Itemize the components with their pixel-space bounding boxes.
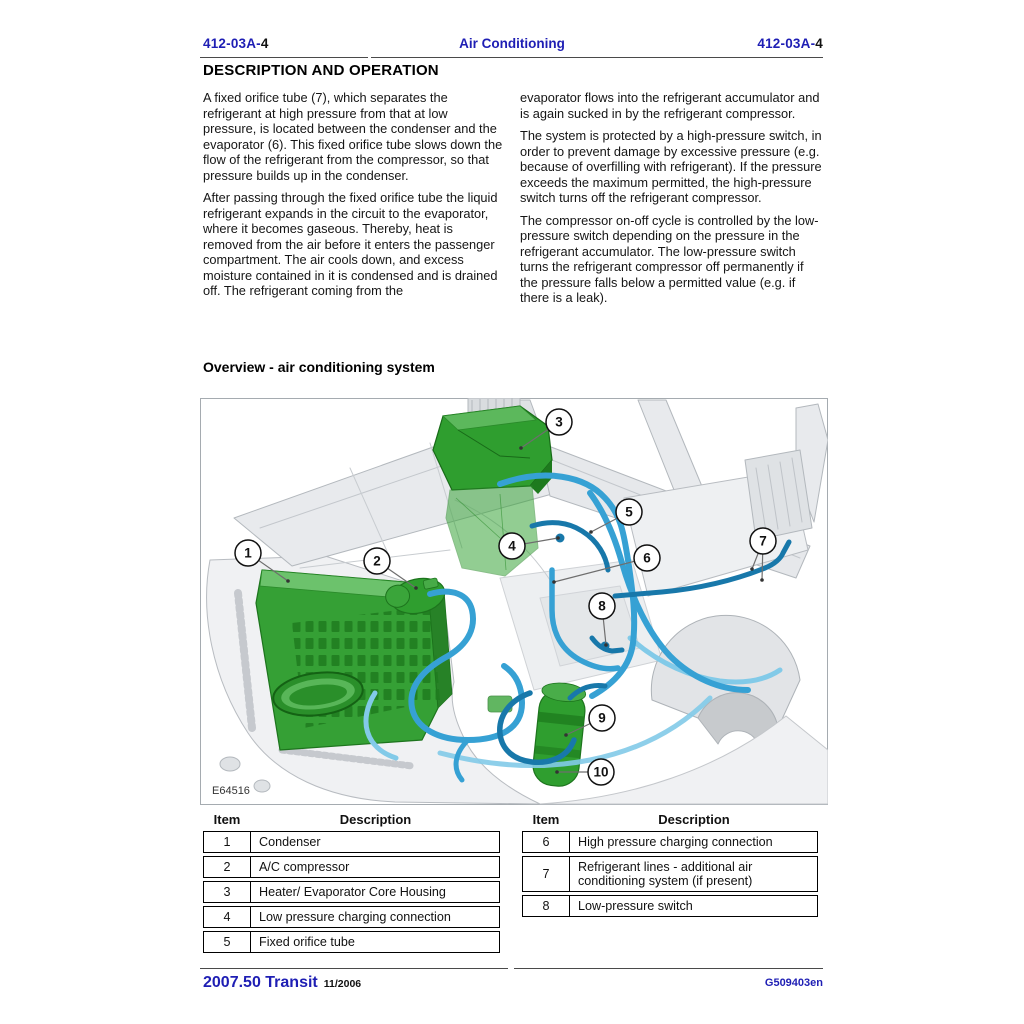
item-description: Condenser (251, 831, 500, 853)
item-number: 3 (203, 881, 251, 903)
item-description: Low pressure charging connection (251, 906, 500, 928)
callout-1: 1 (234, 539, 262, 567)
svg-text:3: 3 (555, 415, 563, 430)
page-number: 4 (260, 36, 269, 51)
ac-compressor-component (385, 577, 446, 615)
callout-3: 3 (545, 408, 573, 436)
condenser-component (255, 569, 453, 751)
table-header-row: Item Description (203, 812, 500, 828)
callout-10: 10 (587, 758, 615, 786)
callout-4: 4 (498, 532, 526, 560)
footer-rule-left (200, 968, 508, 969)
item-number: 7 (522, 856, 570, 892)
item-number: 2 (203, 856, 251, 878)
section-code: 412-03A- (757, 36, 816, 51)
item-description: A/C compressor (251, 856, 500, 878)
paragraph: evaporator flows into the refrigerant ac… (520, 90, 820, 121)
svg-text:1: 1 (244, 546, 252, 561)
footer-model-name: 2007.50 Transit (203, 974, 318, 991)
svg-text:7: 7 (759, 534, 767, 549)
svg-text:9: 9 (598, 711, 606, 726)
svg-text:2: 2 (373, 554, 381, 569)
svg-text:5: 5 (625, 505, 633, 520)
header-rule-left (200, 57, 368, 58)
refrigerant-lines (363, 472, 792, 783)
ac-system-diagram: 1 2 3 4 5 6 7 8 9 10 E64516 (200, 397, 829, 805)
item-description: High pressure charging connection (570, 831, 818, 853)
paragraph: The system is protected by a high-pressu… (520, 128, 822, 205)
column-header-item: Item (213, 812, 241, 827)
footer-document-code: G509403en (764, 977, 823, 989)
item-number: 6 (522, 831, 570, 853)
item-description: Heater/ Evaporator Core Housing (251, 881, 500, 903)
column-header-description: Description (658, 812, 730, 827)
footer-rule-right (514, 968, 823, 969)
header-section-code-left: 412-03A-4 (203, 36, 269, 51)
section-heading: DESCRIPTION AND OPERATION (203, 62, 439, 79)
callouts: 1 2 3 4 5 6 7 8 9 10 (234, 408, 777, 786)
callout-8: 8 (588, 592, 616, 620)
item-description: Fixed orifice tube (251, 931, 500, 953)
callout-6: 6 (633, 544, 661, 572)
item-description: Refrigerant lines - additional air condi… (570, 856, 818, 892)
item-number: 5 (203, 931, 251, 953)
item-description: Low-pressure switch (570, 895, 818, 917)
callout-7: 7 (749, 527, 777, 555)
item-number: 8 (522, 895, 570, 917)
paragraph: After passing through the fixed orifice … (203, 190, 498, 298)
header-section-code-right: 412-03A-4 (757, 36, 823, 51)
body-column-right: evaporator flows into the refrigerant ac… (520, 90, 823, 313)
svg-text:8: 8 (598, 599, 606, 614)
footer-date: 11/2006 (323, 978, 362, 990)
item-number: 4 (203, 906, 251, 928)
body-column-left: A fixed orifice tube (7), which separate… (203, 90, 504, 306)
column-header-item: Item (532, 812, 560, 827)
column-header-description: Description (339, 812, 412, 827)
svg-text:4: 4 (508, 539, 516, 554)
item-number: 1 (203, 831, 251, 853)
svg-text:10: 10 (593, 765, 608, 780)
ac-system-figure: 1 2 3 4 5 6 7 8 9 10 E64516 (200, 397, 829, 805)
footer-model-block: 2007.50 Transit 11/2006 (203, 974, 361, 992)
figure-heading: Overview - air conditioning system (203, 359, 435, 375)
table-header-row: Item Description (522, 812, 818, 828)
paragraph: A fixed orifice tube (7), which separate… (203, 90, 503, 183)
callout-9: 9 (588, 704, 616, 732)
header-chapter-title: Air Conditioning (459, 36, 565, 51)
callout-2: 2 (363, 547, 391, 575)
page-number: 4 (815, 36, 823, 51)
header-rule-right (371, 57, 823, 58)
section-code: 412-03A- (203, 36, 261, 51)
evaporator-housing-component (432, 397, 553, 577)
leader-dots (286, 446, 764, 774)
callout-5: 5 (615, 498, 643, 526)
svg-text:6: 6 (643, 551, 651, 566)
paragraph: The compressor on-off cycle is controlle… (520, 212, 819, 306)
figure-id-label: E64516 (212, 785, 250, 797)
